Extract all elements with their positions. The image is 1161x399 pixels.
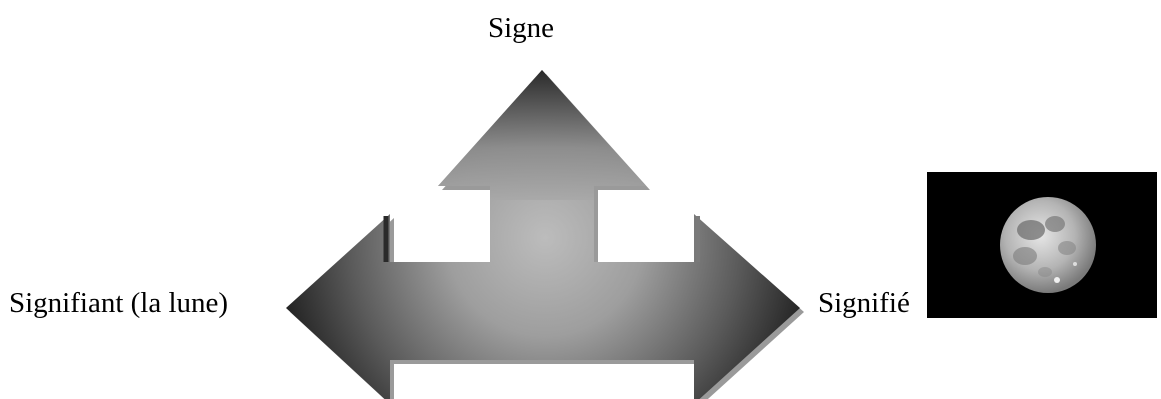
full-moon-photo: [927, 172, 1157, 318]
arrow-up-head: [438, 70, 646, 200]
